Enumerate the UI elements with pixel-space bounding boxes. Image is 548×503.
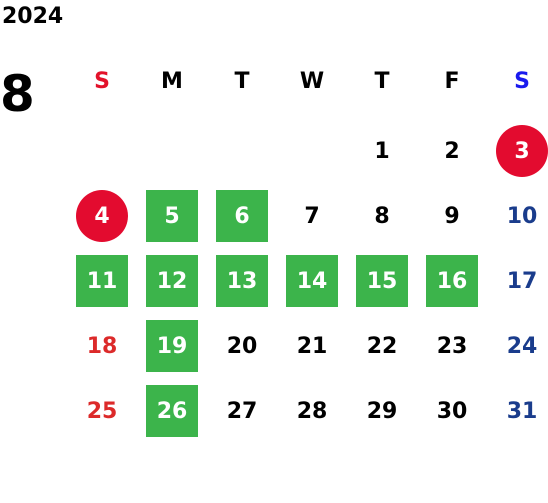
calendar-day[interactable]: 31 <box>506 398 538 424</box>
calendar-day[interactable]: 23 <box>436 333 468 359</box>
calendar-day[interactable]: 16 <box>426 255 478 307</box>
calendar-day[interactable]: 18 <box>86 333 118 359</box>
weekday-header: F <box>444 69 460 94</box>
calendar-day[interactable]: 25 <box>86 398 118 424</box>
calendar-day[interactable]: 12 <box>146 255 198 307</box>
calendar-day[interactable]: 13 <box>216 255 268 307</box>
calendar-day[interactable]: 6 <box>216 190 268 242</box>
calendar-day[interactable]: 30 <box>436 398 468 424</box>
calendar-day[interactable]: 27 <box>226 398 258 424</box>
weekday-header: T <box>234 69 250 94</box>
calendar-day[interactable]: 5 <box>146 190 198 242</box>
calendar-day[interactable]: 10 <box>506 203 538 229</box>
weekday-header: S <box>94 69 110 94</box>
calendar-day[interactable]: 4 <box>76 190 128 242</box>
calendar-day[interactable]: 19 <box>146 320 198 372</box>
calendar-day[interactable]: 24 <box>506 333 538 359</box>
month-number: 8 <box>0 65 35 123</box>
year-label: 2024 <box>2 4 64 29</box>
calendar-day[interactable]: 20 <box>226 333 258 359</box>
calendar-day[interactable]: 26 <box>146 385 198 437</box>
weekday-header: M <box>161 69 183 94</box>
calendar-day[interactable]: 2 <box>444 138 460 164</box>
calendar-day[interactable]: 21 <box>296 333 328 359</box>
calendar-day[interactable]: 17 <box>506 268 538 294</box>
calendar-day[interactable]: 22 <box>366 333 398 359</box>
calendar-day[interactable]: 29 <box>366 398 398 424</box>
calendar-day[interactable]: 8 <box>374 203 390 229</box>
calendar-day[interactable]: 14 <box>286 255 338 307</box>
calendar-day[interactable]: 15 <box>356 255 408 307</box>
calendar-day[interactable]: 7 <box>304 203 320 229</box>
weekday-header: T <box>374 69 390 94</box>
calendar-day[interactable]: 1 <box>374 138 390 164</box>
weekday-header: W <box>299 69 325 94</box>
weekday-header: S <box>514 69 530 94</box>
calendar-day[interactable]: 3 <box>496 125 548 177</box>
calendar-day[interactable]: 11 <box>76 255 128 307</box>
calendar-day[interactable]: 28 <box>296 398 328 424</box>
calendar-day[interactable]: 9 <box>444 203 460 229</box>
